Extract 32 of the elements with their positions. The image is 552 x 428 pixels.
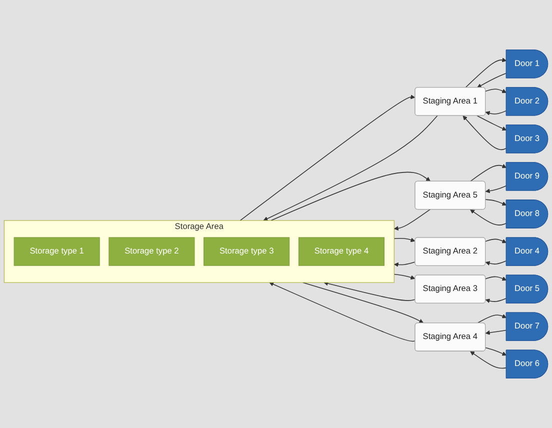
arrow [263,115,438,221]
arrow [394,262,416,267]
arrow [394,274,416,280]
arrow [485,88,507,94]
arrow [476,115,507,131]
arrow [465,58,507,88]
arrow [485,330,507,335]
arrow [470,351,507,369]
arrow [485,185,507,194]
arrow [470,209,507,226]
arrow [485,347,507,356]
arrow [240,94,416,221]
node-box: Storage type 1 [14,237,100,266]
arrow [485,260,507,266]
arrow [485,298,507,304]
arrow [394,208,431,231]
arrow [270,172,430,221]
arrow [485,110,507,116]
arrow [302,282,424,324]
arrow [269,282,416,342]
arrow [485,276,507,281]
arrow [476,72,507,88]
node-box: Storage type 3 [204,237,290,266]
node-box: Storage type 4 [298,237,384,266]
arrow [394,238,416,242]
arrow [485,199,507,206]
node-box: Storage type 2 [108,237,195,266]
arrow [462,116,507,150]
arrow [485,238,507,244]
arrow [476,314,507,324]
arrow [470,164,507,182]
arrow [324,281,416,302]
